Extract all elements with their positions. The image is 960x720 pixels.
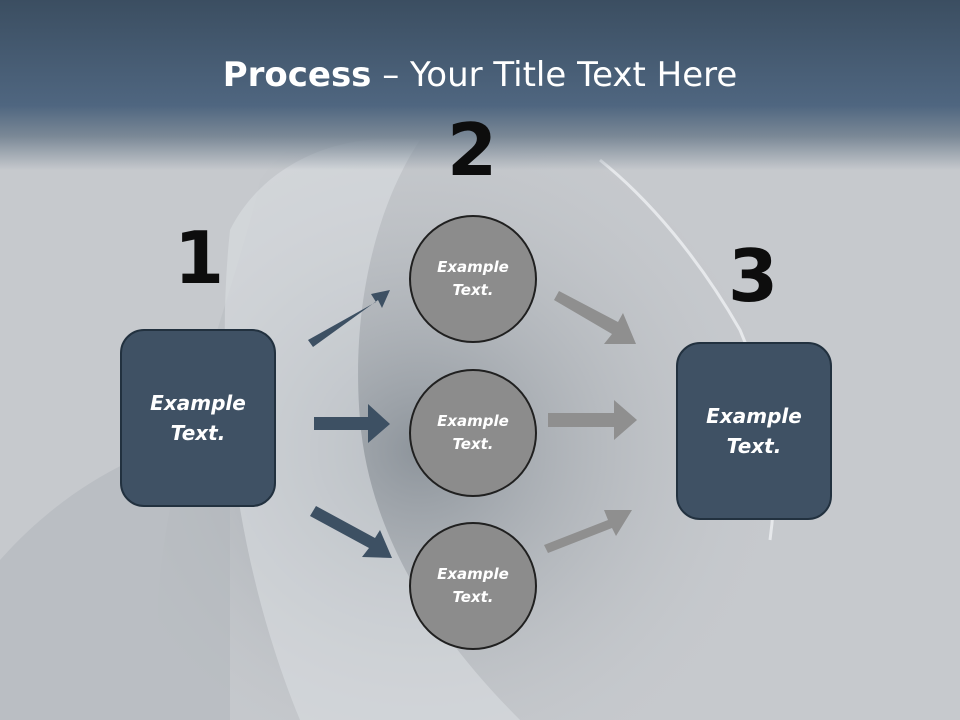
left-box-text: Example Text. [150, 391, 246, 445]
step-number-2: 2 [446, 108, 498, 192]
slide-title: Process – Your Title Text Here [0, 52, 960, 98]
arrow-to-top-circle [308, 290, 390, 347]
right-box-text: Example Text. [706, 404, 802, 458]
arrow-from-bottom-circle [544, 510, 632, 553]
step-number-1: 1 [173, 216, 225, 300]
arrow-from-middle-circle [548, 400, 637, 440]
circle-middle-text: Example Text. [437, 412, 509, 453]
arrow-to-middle-circle [314, 404, 390, 443]
title-rest: – Your Title Text Here [371, 55, 738, 95]
circle-bottom-text: Example Text. [437, 565, 509, 606]
step-number-3: 3 [727, 234, 779, 318]
circle-middle: Example Text. [409, 369, 537, 497]
header-band [0, 0, 960, 170]
circle-bottom: Example Text. [409, 522, 537, 650]
title-bold: Process [222, 55, 372, 95]
circle-top-text: Example Text. [437, 258, 509, 299]
arrow-from-top-circle [554, 291, 636, 344]
right-box: Example Text. [676, 342, 832, 520]
circle-top: Example Text. [409, 215, 537, 343]
left-box: Example Text. [120, 329, 276, 507]
arrow-to-bottom-circle [310, 506, 392, 558]
